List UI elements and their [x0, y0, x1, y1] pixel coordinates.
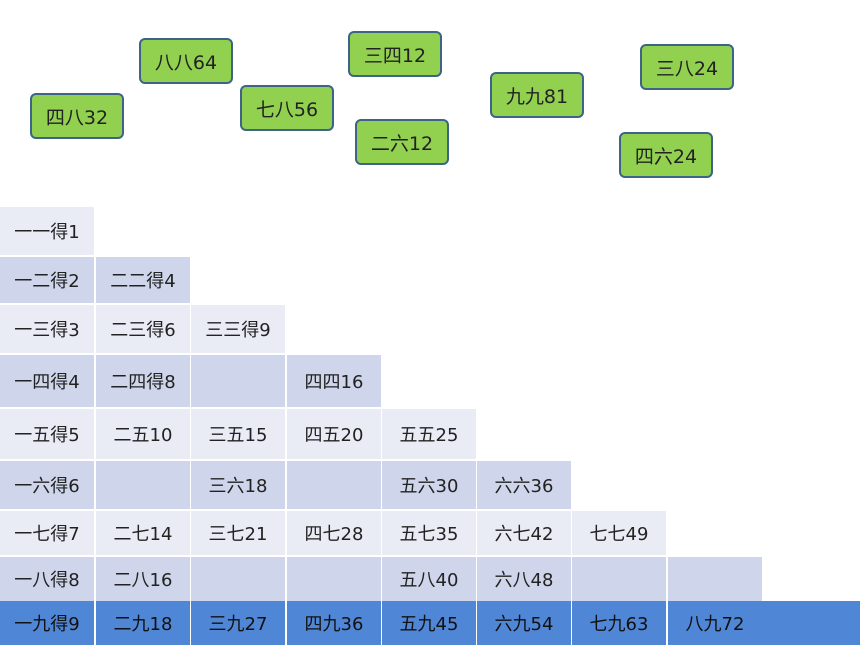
table-cell: 二九18 [96, 601, 190, 645]
table-row: 一七得7 二七14 三七21 四七28 五七35 六七42 七七49 [0, 511, 666, 555]
table-cell: 二四得8 [96, 355, 190, 407]
table-cell: 一六得6 [0, 461, 94, 509]
table-cell: 一二得2 [0, 257, 94, 303]
table-row: 一二得2 二二得4 [0, 257, 190, 303]
card-label: 九九81 [505, 85, 569, 108]
table-row: 一一得1 [0, 207, 94, 255]
table-cell: 六六36 [477, 461, 571, 509]
card-qi-ba-56[interactable]: 七八56 [240, 85, 334, 131]
table-row: 一五得5 二五10 三五15 四五20 五五25 [0, 409, 476, 459]
table-cell-empty [191, 355, 285, 407]
table-cell: 五八40 [382, 557, 476, 601]
card-ba-ba-64[interactable]: 八八64 [139, 38, 233, 84]
card-jiu-jiu-81[interactable]: 九九81 [490, 72, 584, 118]
table-cell: 一三得3 [0, 305, 94, 353]
table-row: 一三得3 二三得6 三三得9 [0, 305, 285, 353]
table-cell: 四四16 [287, 355, 381, 407]
table-cell-empty [572, 557, 666, 601]
table-cell: 二三得6 [96, 305, 190, 353]
card-si-ba-32[interactable]: 四八32 [30, 93, 124, 139]
table-cell: 三五15 [191, 409, 285, 459]
table-cell: 一九得9 [0, 601, 94, 645]
table-cell: 五七35 [382, 511, 476, 555]
table-cell: 六八48 [477, 557, 571, 601]
card-label: 四六24 [634, 145, 698, 168]
table-row-tail [762, 601, 860, 645]
table-cell-empty [287, 557, 381, 601]
card-label: 八八64 [154, 51, 218, 74]
card-san-ba-24[interactable]: 三八24 [640, 44, 734, 90]
table-cell: 五六30 [382, 461, 476, 509]
table-cell: 六九54 [477, 601, 571, 645]
table-cell: 八九72 [668, 601, 762, 645]
table-cell: 四五20 [287, 409, 381, 459]
table-cell: 一五得5 [0, 409, 94, 459]
table-cell: 六七42 [477, 511, 571, 555]
table-cell: 一七得7 [0, 511, 94, 555]
table-cell-empty [287, 461, 381, 509]
table-cell: 三三得9 [191, 305, 285, 353]
table-row: 一八得8 二八16 五八40 六八48 [0, 557, 762, 601]
card-label: 二六12 [370, 132, 434, 155]
card-label: 七八56 [255, 98, 319, 121]
table-cell: 一一得1 [0, 207, 94, 255]
table-cell: 一四得4 [0, 355, 94, 407]
table-cell: 二七14 [96, 511, 190, 555]
card-label: 三八24 [655, 57, 719, 80]
table-cell: 二二得4 [96, 257, 190, 303]
table-cell: 五五25 [382, 409, 476, 459]
table-cell: 三九27 [191, 601, 285, 645]
table-cell: 二八16 [96, 557, 190, 601]
table-cell-empty [668, 557, 762, 601]
table-cell: 三七21 [191, 511, 285, 555]
card-san-si-12[interactable]: 三四12 [348, 31, 442, 77]
table-row: 一六得6 三六18 五六30 六六36 [0, 461, 571, 509]
table-cell: 五九45 [382, 601, 476, 645]
card-label: 四八32 [45, 106, 109, 129]
card-er-liu-12[interactable]: 二六12 [355, 119, 449, 165]
card-si-liu-24[interactable]: 四六24 [619, 132, 713, 178]
table-cell: 四九36 [287, 601, 381, 645]
table-cell-empty [96, 461, 190, 509]
table-cell: 四七28 [287, 511, 381, 555]
table-cell-empty [191, 557, 285, 601]
table-cell: 二五10 [96, 409, 190, 459]
table-row: 一四得4 二四得8 四四16 [0, 355, 381, 407]
table-cell: 一八得8 [0, 557, 94, 601]
table-cell: 七七49 [572, 511, 666, 555]
table-row-highlighted: 一九得9 二九18 三九27 四九36 五九45 六九54 七九63 八九72 [0, 601, 860, 645]
table-cell: 七九63 [572, 601, 666, 645]
card-label: 三四12 [363, 44, 427, 67]
table-cell: 三六18 [191, 461, 285, 509]
